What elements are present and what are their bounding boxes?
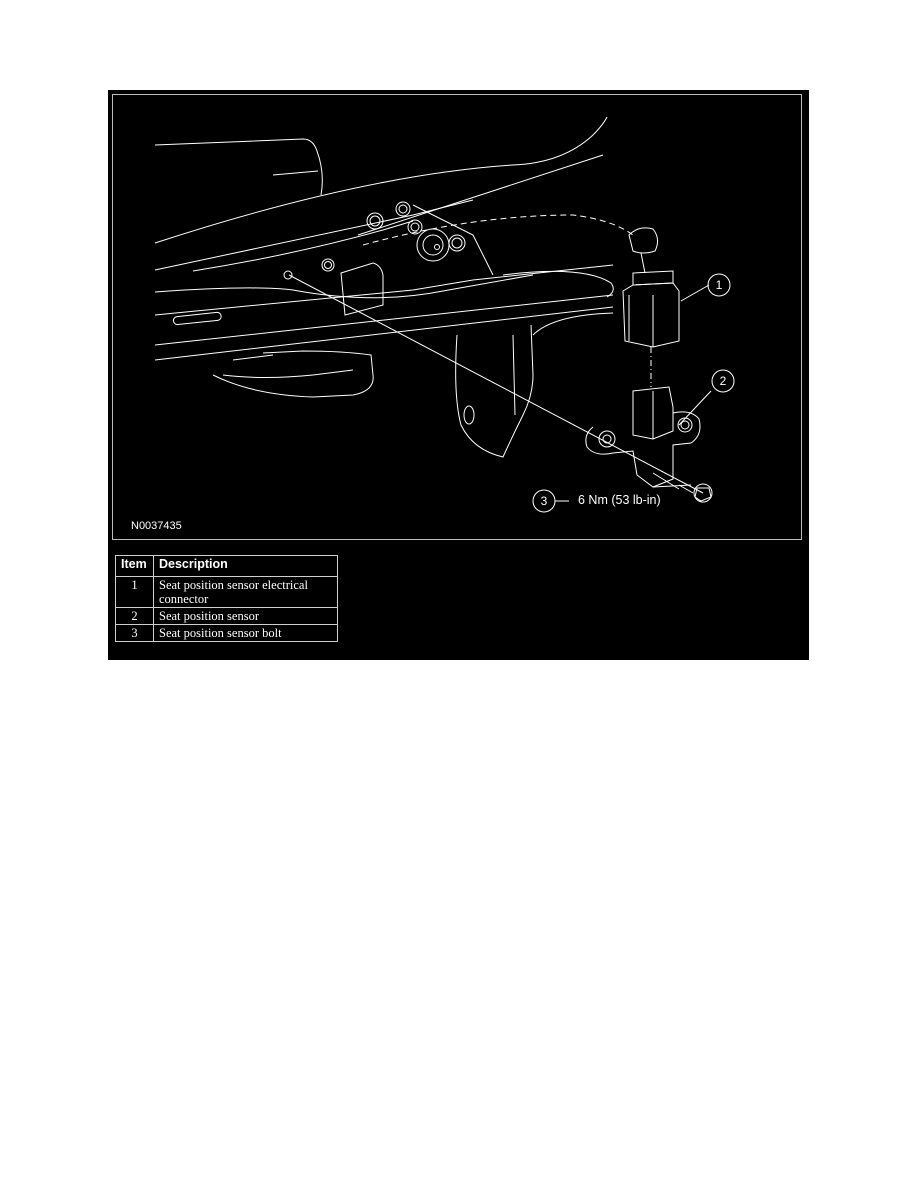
legend-item-description: Seat position sensor electrical connecto… xyxy=(153,576,338,608)
legend-row: 3 Seat position sensor bolt xyxy=(115,624,338,642)
legend-item-number: 3 xyxy=(115,624,154,642)
figure-id: N0037435 xyxy=(131,520,182,532)
callout-2-label: 2 xyxy=(720,374,727,388)
legend-header-row: Item Description xyxy=(115,555,338,577)
figure-frame: 1 2 3 6 Nm (53 lb-in) N0037435 xyxy=(112,94,802,540)
header-item: Item xyxy=(115,555,154,577)
legend-item-number: 1 xyxy=(115,576,154,608)
torque-spec: 6 Nm (53 lb-in) xyxy=(578,493,661,507)
callout-3-label: 3 xyxy=(541,494,548,508)
legend-row: 1 Seat position sensor electrical connec… xyxy=(115,576,338,608)
legend-item-description: Seat position sensor bolt xyxy=(153,624,338,642)
diagram-panel: 1 2 3 6 Nm (53 lb-in) N0037435 Item Desc… xyxy=(108,90,809,660)
legend-item-number: 2 xyxy=(115,607,154,625)
legend-table: Item Description 1 Seat position sensor … xyxy=(115,555,338,642)
callout-1-label: 1 xyxy=(716,278,723,292)
header-description: Description xyxy=(153,555,338,577)
seat-track-illustration: 1 2 3 xyxy=(154,116,735,513)
legend-item-description: Seat position sensor xyxy=(153,607,338,625)
legend-row: 2 Seat position sensor xyxy=(115,607,338,625)
